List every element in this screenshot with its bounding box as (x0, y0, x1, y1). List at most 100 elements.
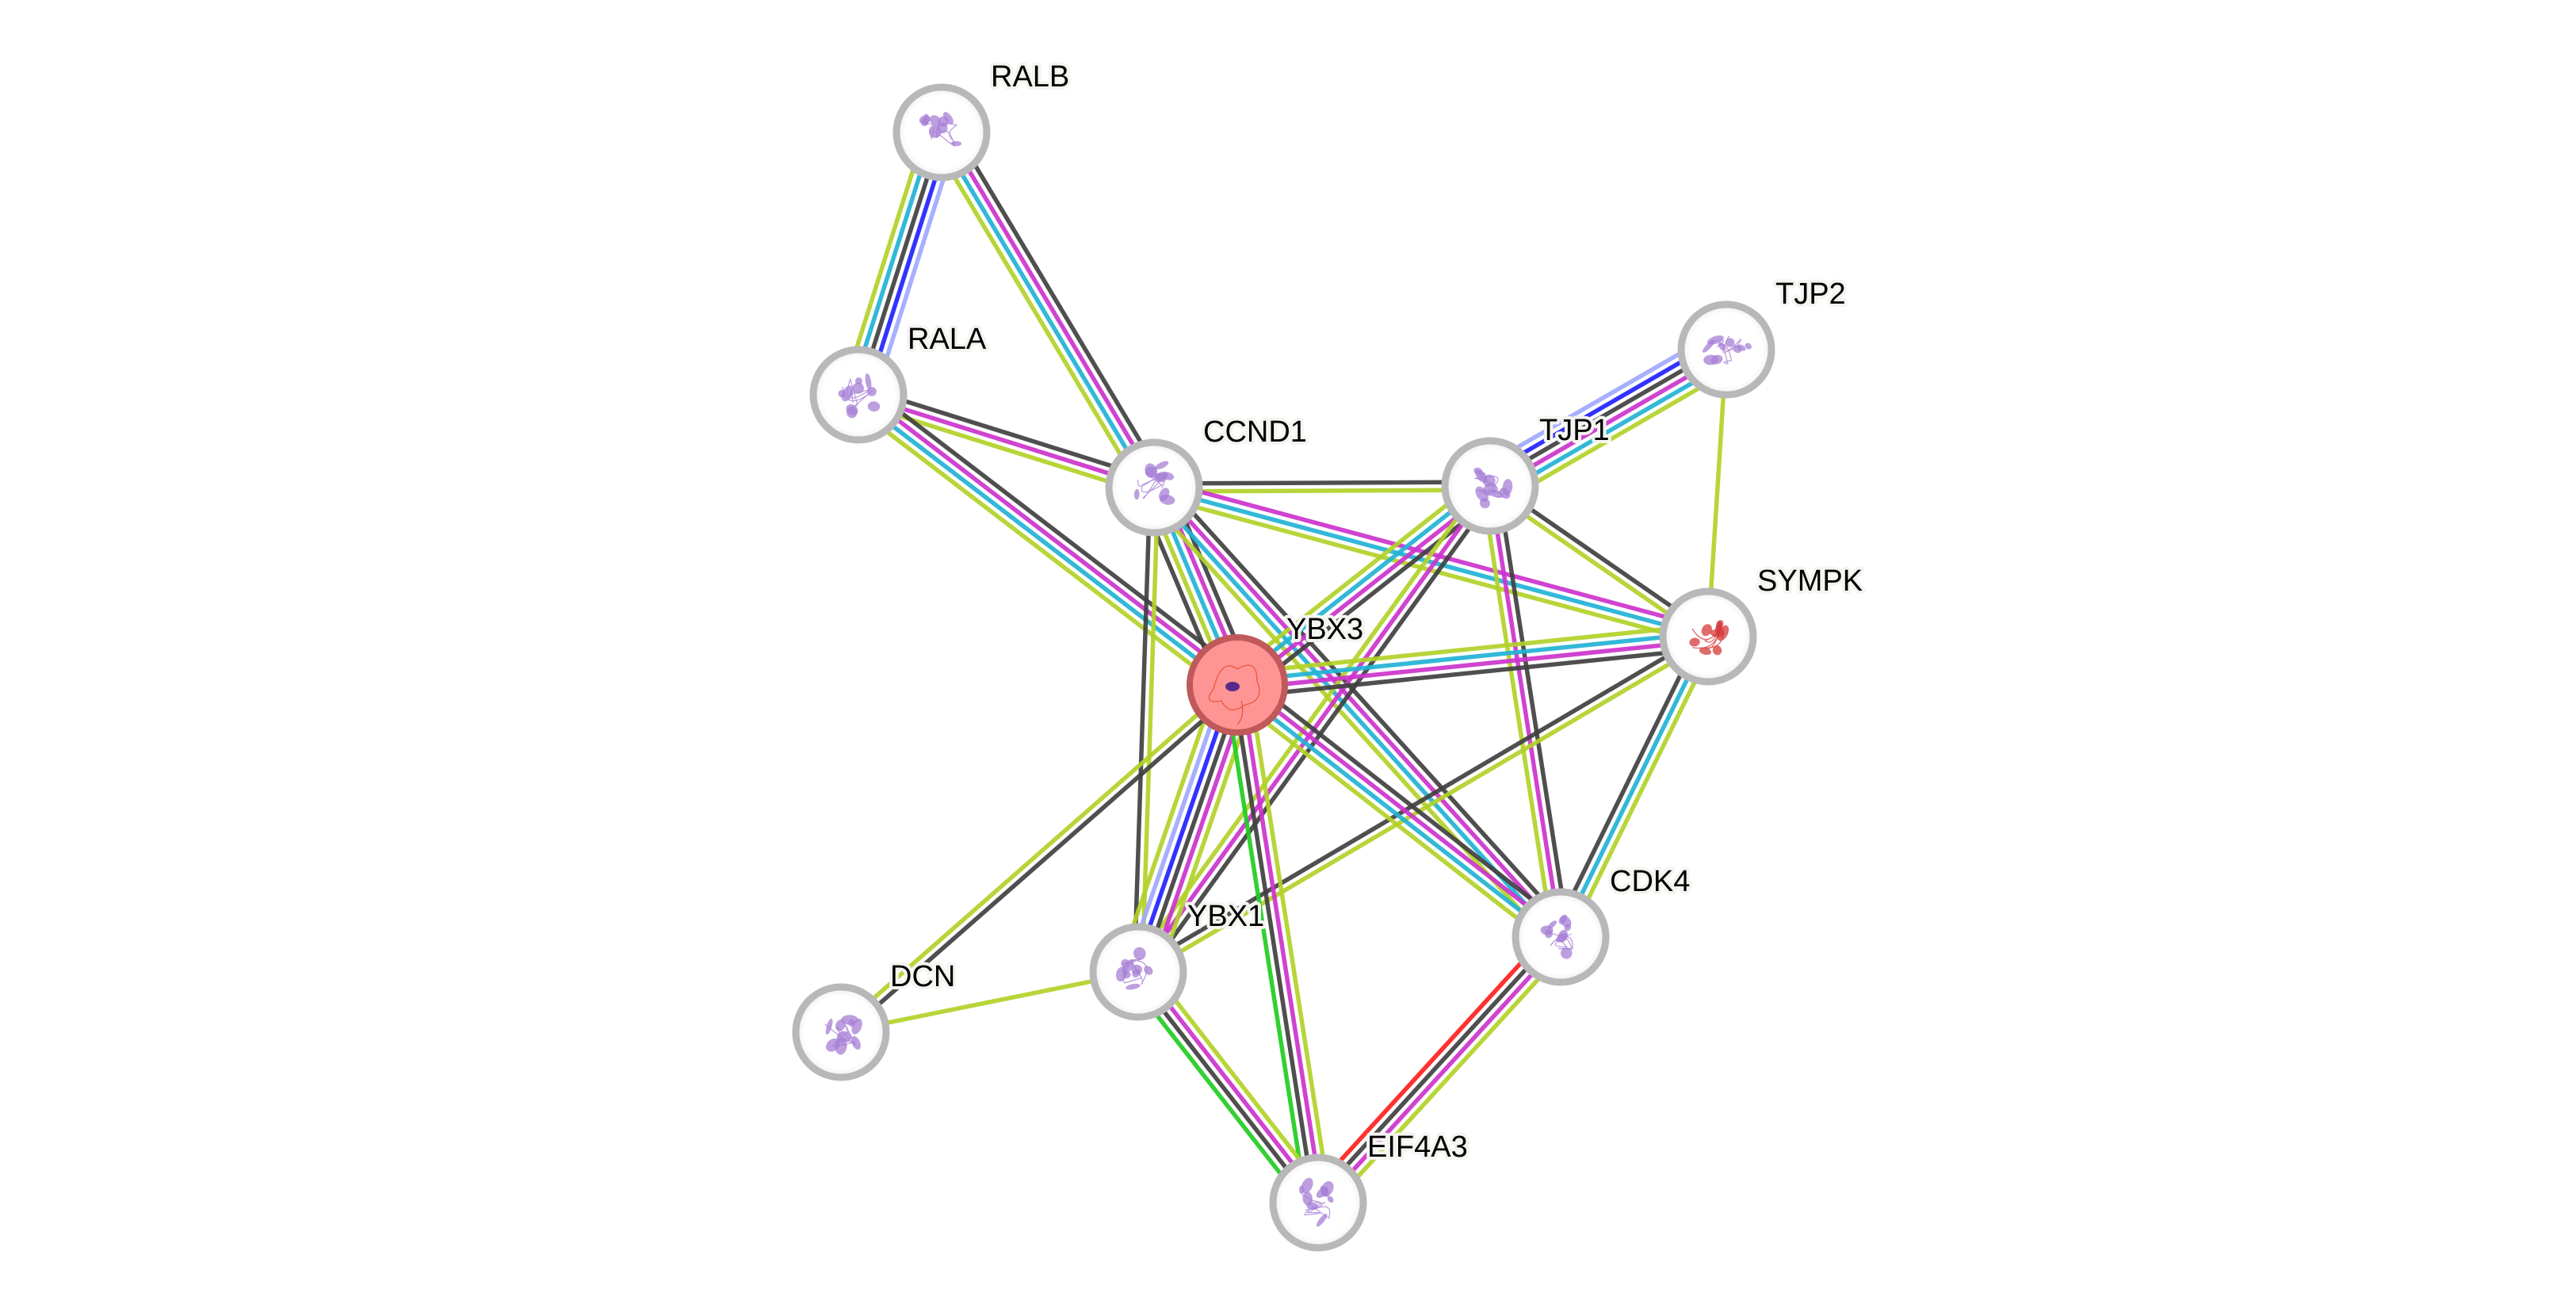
evidence-line-coexpression (1238, 646, 1710, 699)
protein-structure-icon (919, 112, 962, 147)
evidence-line-textmining (1229, 692, 1555, 948)
evidence-line-coexpression (1313, 932, 1560, 1202)
evidence-line-coexpression (1496, 484, 1571, 936)
protein-structure-icon (1540, 914, 1573, 959)
evidence-line-databases (1558, 635, 1710, 939)
evidence-line-textmining (1154, 488, 1491, 494)
evidence-line-coexpression (1161, 478, 1572, 931)
edge-sympk-ybx3[interactable] (1236, 622, 1710, 699)
node-ralb[interactable]: RALB (892, 57, 1072, 182)
edge-rala-ybx3[interactable] (850, 383, 1246, 697)
evidence-line-experiments (1238, 679, 1565, 936)
edge-tjp1-cdk4[interactable] (1480, 484, 1571, 939)
protein-structure-icon (1702, 335, 1752, 365)
evidence-line-textmining (1325, 943, 1572, 1212)
node-sympk[interactable]: SYMPK (1659, 561, 1866, 686)
evidence-line-databases (1236, 630, 1708, 683)
protein-structure-icon (1689, 620, 1729, 656)
evidence-line-coexpression (1133, 973, 1317, 1207)
edge-ybx1-eif4a3[interactable] (1127, 963, 1329, 1211)
evidence-line-databases (1153, 485, 1709, 639)
evidence-line-coexpression (1551, 632, 1703, 935)
evidence-line-homology (1132, 683, 1236, 972)
evidence-line-textmining (1229, 475, 1485, 678)
node-label-sympk: SYMPK (1757, 564, 1863, 598)
evidence-line-coexpression (1140, 685, 1244, 974)
evidence-line-textmining (1145, 963, 1329, 1197)
evidence-line-databases (854, 396, 1236, 691)
evidence-line-textmining (1499, 365, 1737, 506)
edge-ccnd1-ybx1[interactable] (1132, 487, 1160, 973)
evidence-line-coexpression (1132, 487, 1152, 972)
evidence-line-coexpression (864, 383, 1246, 678)
evidence-line-coexpression (860, 384, 1157, 483)
edge-tjp1-ybx3[interactable] (1229, 475, 1499, 696)
edge-ybx1-dcn[interactable] (840, 970, 1139, 1035)
evidence-line-textmining (840, 970, 1139, 1035)
node-ybx1[interactable]: YBX1 (1089, 897, 1267, 1021)
evidence-line-cooccurrence (1479, 330, 1718, 471)
node-label-dcn: DCN (890, 960, 955, 993)
edge-ccnd1-tjp1[interactable] (1153, 480, 1491, 494)
evidence-line-neighborhood (1223, 686, 1309, 1205)
protein-structure-icon (838, 373, 881, 419)
evidence-line-textmining (1236, 622, 1707, 675)
node-label-ccnd1: CCND1 (1203, 415, 1307, 449)
edge-ybx3-cdk4[interactable] (1229, 674, 1569, 948)
evidence-line-experiments (1155, 483, 1565, 936)
evidence-line-coexpression (1243, 674, 1569, 930)
evidence-line-textmining (836, 680, 1236, 1031)
edge-cdk4-eif4a3[interactable] (1307, 928, 1572, 1212)
node-label-rala: RALA (908, 323, 987, 356)
evidence-line-coexpression (1231, 685, 1317, 1204)
node-rala[interactable]: RALA (809, 319, 990, 444)
evidence-line-textmining (1565, 639, 1718, 942)
edge-ralb-ccnd1[interactable] (929, 124, 1167, 495)
evidence-line-cooccurrence (1125, 680, 1229, 970)
node-ccnd1[interactable]: CCND1 (1105, 412, 1310, 537)
protein-structure-icon (1473, 467, 1513, 509)
evidence-line-textmining (1247, 683, 1332, 1202)
node-label-ralb: RALB (991, 60, 1069, 94)
node-label-tjp1: TJP1 (1539, 414, 1610, 447)
evidence-line-experiments (1488, 485, 1563, 938)
evidence-line-databases (936, 133, 1153, 491)
evidence-line-textmining (929, 137, 1146, 495)
evidence-line-experiments (859, 389, 1241, 684)
edge-sympk-cdk4[interactable] (1551, 632, 1718, 942)
edge-ybx3-eif4a3[interactable] (1223, 683, 1332, 1205)
protein-structure-icon (1298, 1177, 1334, 1227)
evidence-line-experiments (1139, 968, 1324, 1202)
evidence-line-databases (1233, 686, 1560, 943)
edge-sympk-ybx1[interactable] (1135, 631, 1711, 977)
node-label-tjp2: TJP2 (1775, 277, 1846, 311)
evidence-line-textmining (1480, 487, 1555, 939)
evidence-line-coexpression (842, 686, 1242, 1037)
evidence-line-coexpression (1153, 480, 1490, 486)
evidence-line-experiments (1319, 938, 1565, 1207)
protein-structure-icon (824, 1015, 862, 1055)
node-tjp1[interactable]: TJP1 (1441, 411, 1613, 535)
node-eif4a3[interactable]: EIF4A3 (1269, 1127, 1471, 1252)
structured-domain-icon (1225, 682, 1240, 691)
edges-layer (836, 124, 1737, 1212)
evidence-line-experiments (858, 392, 1155, 490)
evidence-line-experiments (942, 129, 1160, 487)
node-circle[interactable] (1659, 587, 1757, 686)
node-circle[interactable] (809, 346, 908, 444)
protein-structure-icon (1133, 461, 1175, 505)
evidence-line-coexpression (1135, 631, 1707, 971)
evidence-line-neighborhood (1127, 977, 1311, 1211)
evidence-line-experiments (1237, 638, 1709, 691)
node-cdk4[interactable]: CDK4 (1512, 862, 1693, 986)
evidence-line-coexpression (950, 124, 1167, 483)
node-dcn[interactable]: DCN (792, 957, 958, 1081)
node-tjp2[interactable]: TJP2 (1677, 274, 1849, 399)
protein-structure-icon (1115, 947, 1153, 990)
edge-ybx3-dcn[interactable] (836, 680, 1242, 1037)
node-label-ybx3: YBX3 (1286, 613, 1363, 646)
node-ybx3[interactable]: YBX3 (1187, 610, 1366, 736)
node-label-cdk4: CDK4 (1610, 865, 1690, 898)
